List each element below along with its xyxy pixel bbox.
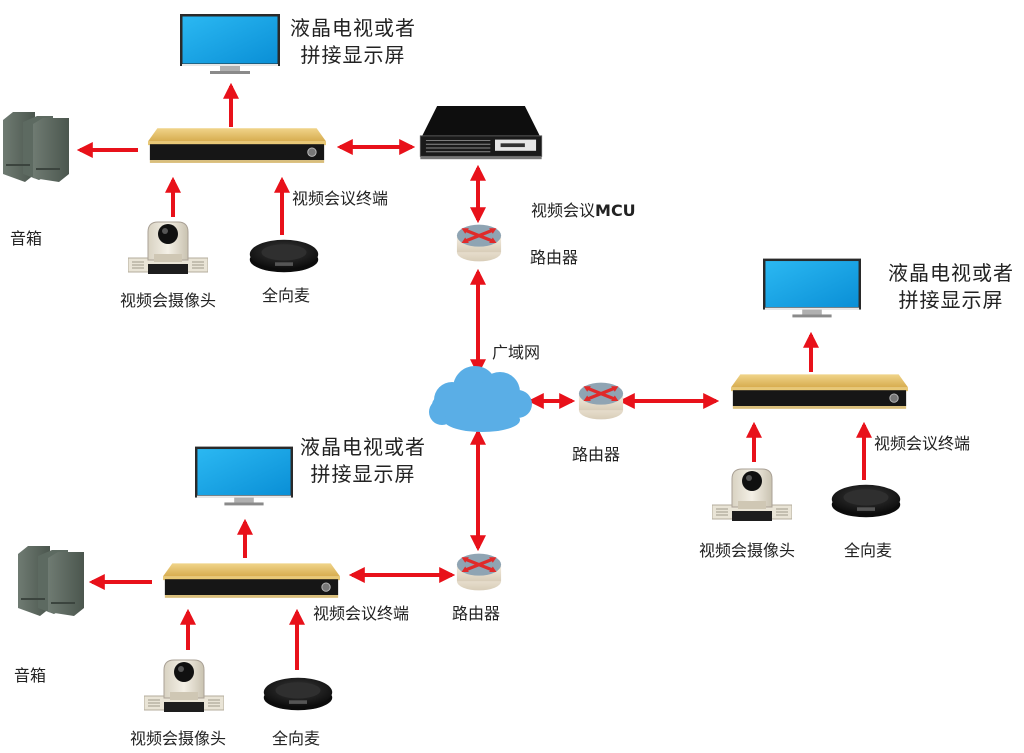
display-label: 液晶电视或者 拼接显示屏 [888,260,1014,314]
camera-label: 视频会摄像头 [120,291,217,310]
mcu-server-icon [419,106,543,160]
router-label: 路由器 [572,445,621,464]
router-icon [456,551,502,593]
camera-icon [712,468,792,522]
microphone-icon [831,484,901,518]
router-icon [456,222,502,264]
camera-label: 视频会摄像头 [130,729,227,748]
terminal-label: 视频会议终端 [292,189,389,208]
camera-label: 视频会摄像头 [699,541,796,560]
mcu-label: 视频会议MCU [531,201,636,221]
speaker-label: 音箱 [10,229,43,248]
router-label: 路由器 [452,604,501,623]
microphone-label: 全向麦 [272,729,321,748]
speaker-icon [18,546,84,616]
display-label-line2: 拼接显示屏 [310,462,416,486]
router-label: 路由器 [530,248,579,267]
lcd-display-icon [763,258,861,318]
terminal-label: 视频会议终端 [313,604,410,623]
display-label: 液晶电视或者 拼接显示屏 [300,434,426,488]
display-label-line2: 拼接显示屏 [300,43,406,67]
wan-label: 广域网 [492,343,541,362]
display-label: 液晶电视或者 拼接显示屏 [290,15,416,69]
camera-icon [144,659,224,713]
wan-cloud-icon [429,366,532,432]
terminal-label: 视频会议终端 [874,434,971,453]
speaker-label: 音箱 [14,666,47,685]
microphone-icon [249,239,319,273]
connections [76,82,872,670]
microphone-icon [263,677,333,711]
display-label-line2: 拼接显示屏 [898,288,1004,312]
display-label-line1: 液晶电视或者 [300,435,426,459]
lcd-display-icon [195,446,293,506]
display-label-line1: 液晶电视或者 [290,16,416,40]
microphone-label: 全向麦 [262,286,311,305]
lcd-display-icon [180,14,280,74]
terminal-device-icon [148,127,326,164]
mcu-label-latin: MCU [595,201,636,220]
camera-icon [128,221,208,275]
router-icon [578,380,624,422]
speaker-icon [3,112,69,182]
mcu-label-cn: 视频会议 [531,201,596,220]
microphone-label: 全向麦 [844,541,893,560]
terminal-device-icon [731,373,908,410]
terminal-device-icon [163,562,340,599]
display-label-line1: 液晶电视或者 [888,261,1014,285]
